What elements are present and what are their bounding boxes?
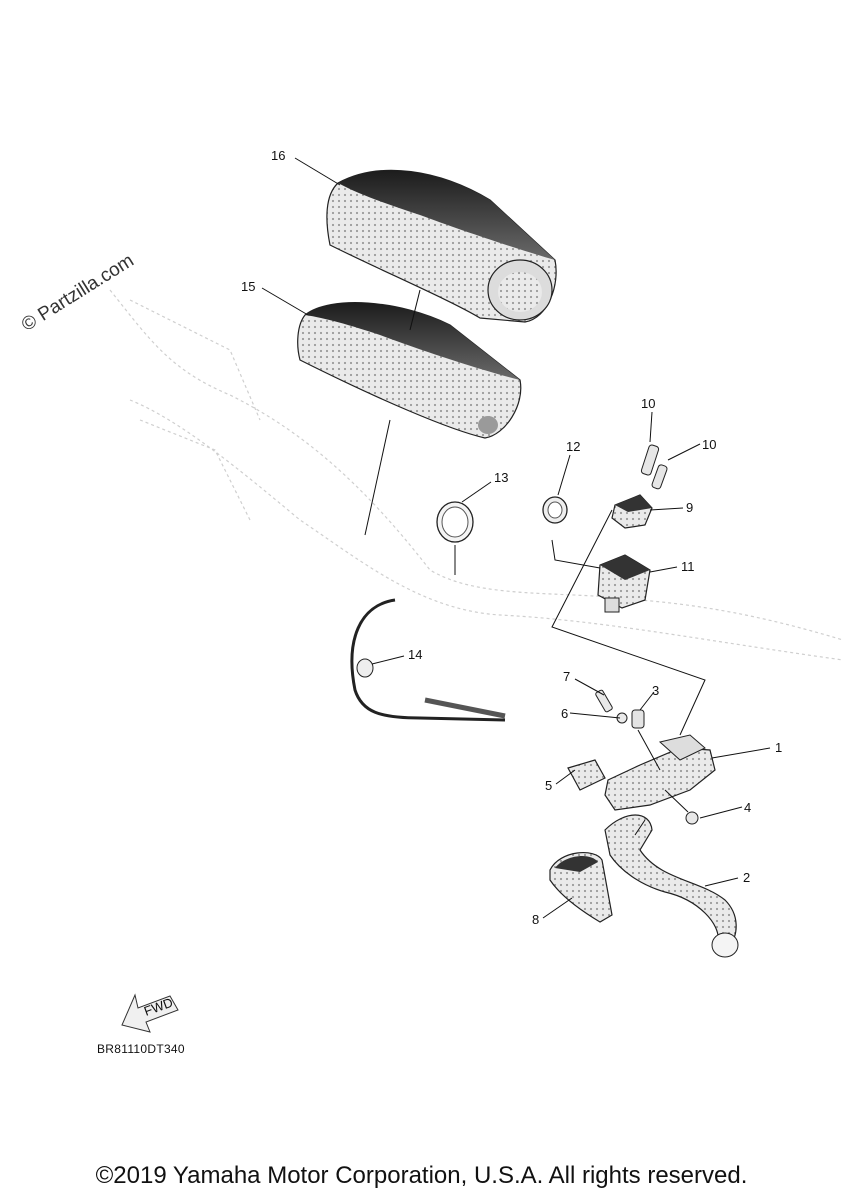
part-8-cover xyxy=(549,852,613,923)
callout-2: 2 xyxy=(743,870,750,885)
assembly-lines xyxy=(364,289,706,836)
callout-6: 6 xyxy=(561,706,568,721)
handlebar-outline xyxy=(109,289,843,661)
leader-lines xyxy=(261,157,771,919)
part-11-switch xyxy=(597,554,651,613)
part-10-screws xyxy=(640,444,668,490)
callout-12: 12 xyxy=(566,439,580,454)
part-16-grip xyxy=(326,169,557,323)
fwd-arrow: FWD xyxy=(121,993,179,1033)
part-1-holder xyxy=(604,734,716,811)
callout-15: 15 xyxy=(241,279,255,294)
copyright-notice: ©2019 Yamaha Motor Corporation, U.S.A. A… xyxy=(95,1162,748,1189)
part-3-bolt xyxy=(631,709,645,729)
callout-16: 16 xyxy=(271,148,285,163)
callout-10b: 10 xyxy=(702,437,716,452)
callout-14: 14 xyxy=(408,647,422,662)
callout-8: 8 xyxy=(532,912,539,927)
callout-labels: 1 2 3 4 5 6 7 8 9 10 10 11 12 13 14 15 1… xyxy=(241,148,782,927)
part-15-grip xyxy=(297,302,522,439)
callout-4: 4 xyxy=(744,800,751,815)
callout-10a: 10 xyxy=(641,396,655,411)
callout-7: 7 xyxy=(563,669,570,684)
part-13-band xyxy=(436,501,474,543)
part-12-clamp xyxy=(542,496,568,524)
callout-11: 11 xyxy=(681,559,695,574)
callout-9: 9 xyxy=(686,500,693,515)
callout-1: 1 xyxy=(775,740,782,755)
callout-3: 3 xyxy=(652,683,659,698)
part-4-nut xyxy=(685,811,699,825)
diagram-code: BR81110DT340 xyxy=(97,1042,185,1056)
callout-13: 13 xyxy=(494,470,508,485)
part-14-cable xyxy=(350,598,506,722)
part-9-holder xyxy=(611,494,653,529)
callout-5: 5 xyxy=(545,778,552,793)
part-2-lever xyxy=(604,814,739,958)
part-5-switch xyxy=(567,759,606,791)
part-7-screw xyxy=(595,689,613,713)
